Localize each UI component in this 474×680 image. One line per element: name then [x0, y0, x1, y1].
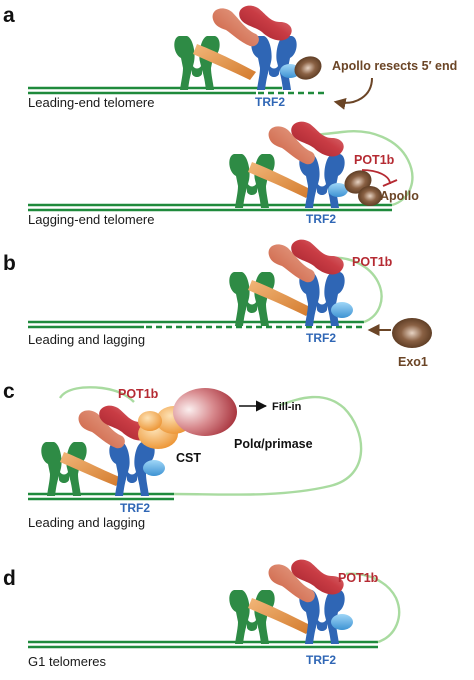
trf2-label: TRF2 [306, 212, 336, 226]
panel-a-bottom: POT1b Apollo TRF2 Lagging-end telomere [28, 121, 419, 227]
pot1b-label: POT1b [352, 255, 393, 269]
caption-leading-lagging: Leading and lagging [28, 332, 145, 347]
trf2-label: TRF2 [306, 331, 336, 345]
pot1b-protein [239, 5, 292, 41]
caption-leading-end: Leading-end telomere [28, 95, 154, 110]
trf2-label: TRF2 [306, 653, 336, 667]
panel-letter-d: d [3, 567, 16, 590]
cst-complex [138, 406, 192, 449]
g-overhang [329, 256, 383, 324]
pot1b-label: POT1b [118, 387, 159, 401]
apollo-label: Apollo [380, 189, 419, 203]
tpp1-protein [212, 8, 259, 47]
g-overhang-loop [58, 386, 135, 403]
pot1b-protein [291, 239, 344, 275]
tin2-protein [248, 598, 312, 634]
caption-g1: G1 telomeres [28, 654, 107, 669]
rap1-protein [331, 302, 353, 318]
fill-in-label: Fill-in [272, 401, 302, 413]
pot1b-protein [291, 559, 344, 595]
trf2-label: TRF2 [120, 501, 150, 515]
tpp1-protein [268, 126, 315, 165]
resection-arrow [333, 77, 373, 110]
exo1-protein [392, 318, 432, 348]
pot1b-protein [291, 121, 344, 157]
tpp1-protein [268, 564, 315, 603]
g-overhang [173, 395, 363, 496]
tpp1-protein [268, 244, 315, 283]
pol-alpha-primase [173, 388, 237, 436]
panel-letter-c: c [3, 380, 15, 403]
inhibition-line [361, 169, 391, 185]
tin2-protein [248, 280, 312, 316]
pol-label: Polα/primase [234, 437, 313, 451]
tin2-protein [248, 162, 312, 198]
panel-d: d POT1b TRF2 G1 telomeres [3, 559, 401, 669]
pot1b-label: POT1b [354, 153, 395, 167]
trf2-label: TRF2 [255, 95, 285, 109]
tin2-protein [193, 44, 256, 80]
cst-label: CST [176, 451, 201, 465]
inhibition-bar [382, 179, 398, 187]
rap1-protein [143, 460, 165, 476]
panel-letter-b: b [3, 252, 16, 275]
panel-b: b POT1b Exo1 TRF2 Leading and lagging [3, 239, 432, 369]
apollo-protein-second [358, 186, 382, 206]
rap1-protein [331, 614, 353, 630]
apollo-protein [294, 56, 322, 80]
tin2-protein [60, 452, 122, 486]
tpp1-protein [78, 410, 125, 449]
g-overhang [345, 572, 401, 644]
panel-c: c POT1b CST Fill-in Polα/primase TRF2 Le… [3, 380, 363, 530]
rap1-protein [328, 183, 348, 197]
caption-leading-lagging: Leading and lagging [28, 515, 145, 530]
apollo-resects-label: Apollo resects 5′ end [332, 59, 457, 73]
panel-letter-a: a [3, 4, 15, 27]
caption-lagging-end: Lagging-end telomere [28, 212, 154, 227]
trf2-dimer [251, 36, 297, 90]
panel-a: a TRF2 Leading-end telomere Apollo resec… [3, 4, 457, 227]
panel-a-top: TRF2 Leading-end telomere Apollo resects… [28, 5, 457, 110]
pot1b-label: POT1b [338, 571, 379, 585]
exo1-label: Exo1 [398, 355, 428, 369]
